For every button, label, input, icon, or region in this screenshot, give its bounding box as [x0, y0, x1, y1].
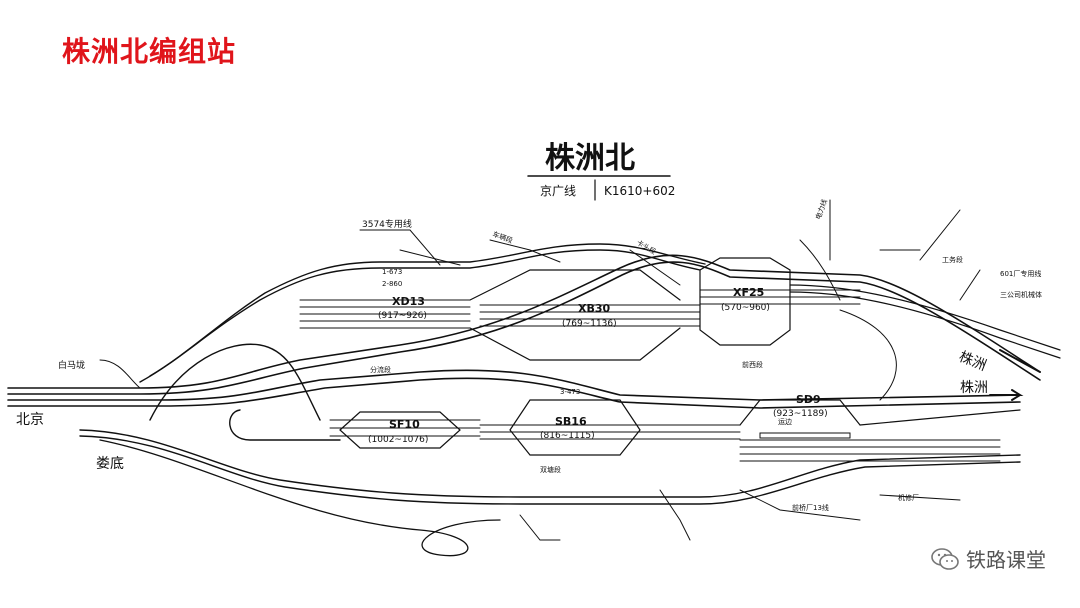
direction-zhuzhou-lower: 株洲: [960, 380, 988, 396]
track-label: 2-860: [382, 280, 402, 288]
siding-label: 3574专用线: [362, 218, 412, 230]
direction-zhuzhou-upper: 株洲: [957, 349, 989, 374]
station-mileage: K1610+602: [604, 184, 675, 198]
yard-range: (769~1136): [562, 319, 617, 329]
direction-beijing: 北京: [16, 412, 44, 428]
track-label: 3-473: [560, 388, 580, 396]
yard-label: SB16: [555, 415, 587, 428]
section-label: 前桥厂13线: [792, 503, 829, 512]
section-label: 分流段: [370, 365, 391, 374]
yard-range: (917~926): [378, 311, 427, 321]
section-label: 601厂专用线: [1000, 269, 1041, 278]
yard-label: XD13: [392, 295, 425, 308]
yard-range: (1002~1076): [368, 435, 428, 445]
track-label: 1-673: [382, 268, 402, 276]
yard-label: XF25: [733, 286, 764, 299]
section-label: 机修厂: [898, 493, 919, 502]
section-label: 工务段: [942, 255, 963, 264]
section-label: 前西段: [742, 360, 763, 369]
station-line: 京广线: [540, 184, 576, 198]
section-label: 电力线: [813, 198, 829, 221]
yard-label: SF10: [389, 418, 420, 431]
wechat-icon: [931, 547, 959, 570]
watermark-text: 铁路课堂: [966, 548, 1046, 572]
yard-label: SD9: [796, 393, 821, 406]
yard-range: (570~960): [721, 303, 770, 313]
section-label: 双塘段: [540, 465, 561, 474]
yard-range: (816~1115): [540, 431, 595, 441]
yard-label: XB30: [578, 302, 611, 315]
direction-loudi: 娄底: [96, 456, 124, 472]
yard-range: (923~1189): [773, 409, 828, 419]
section-label: 运边: [778, 417, 792, 426]
station-name: 株洲北: [545, 141, 635, 176]
watermark: 铁路课堂: [930, 544, 1046, 573]
section-label: 三公司机械体: [1000, 290, 1042, 299]
slide-title: 株洲北编组站: [62, 35, 237, 68]
place-label: 白马垅: [58, 359, 85, 371]
